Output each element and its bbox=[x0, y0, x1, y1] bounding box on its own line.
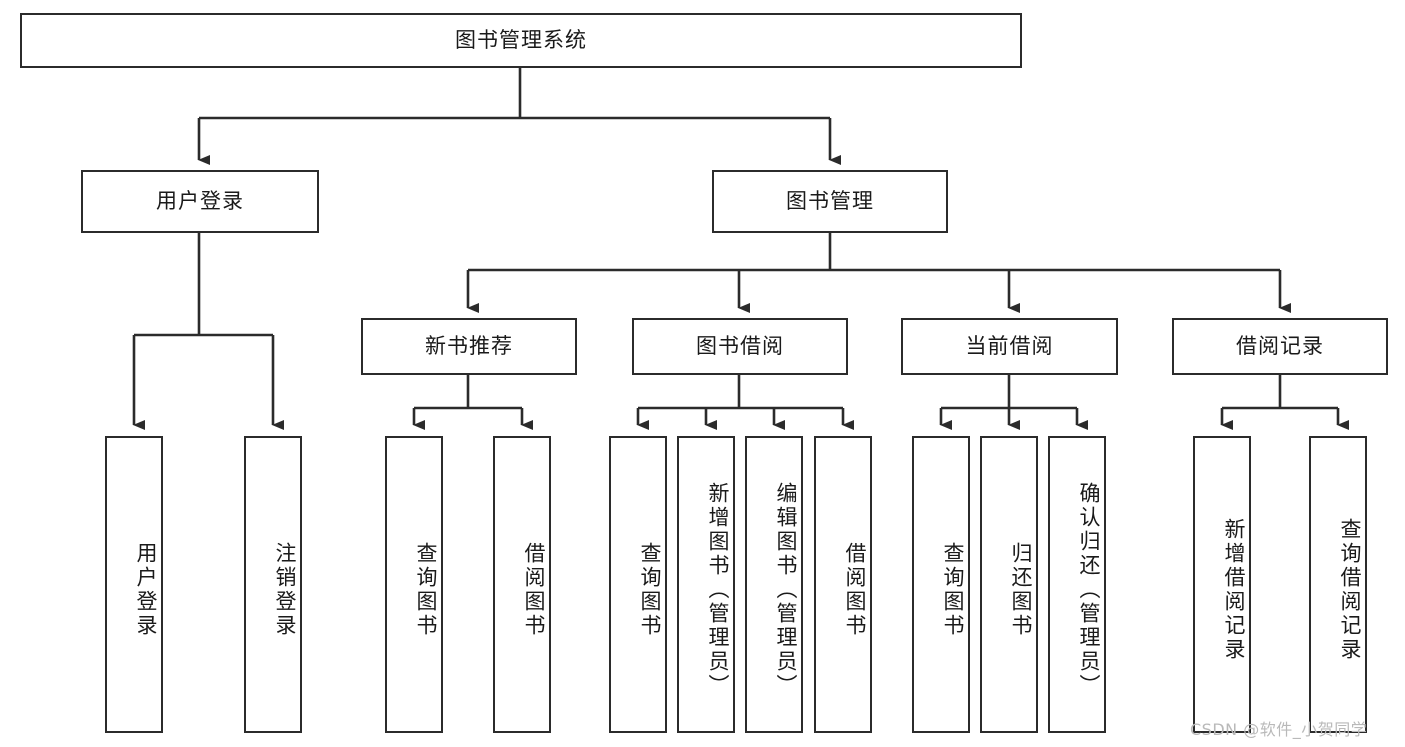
node-leaf-query-book-1[interactable]: 查询图书 bbox=[385, 436, 443, 733]
node-leaf-query-book-2-label: 查询图书 bbox=[638, 541, 662, 638]
node-leaf-edit-book-label: 编辑图书（管理员） bbox=[774, 481, 798, 698]
node-new-book-recommend-label: 新书推荐 bbox=[425, 333, 513, 358]
node-leaf-user-login-label: 用户登录 bbox=[134, 541, 158, 638]
node-borrow-record[interactable]: 借阅记录 bbox=[1172, 318, 1388, 375]
node-leaf-confirm-return-label: 确认归还（管理员） bbox=[1077, 481, 1101, 698]
node-leaf-borrow-book-1[interactable]: 借阅图书 bbox=[493, 436, 551, 733]
node-book-borrow-label: 图书借阅 bbox=[696, 333, 784, 358]
node-root-label: 图书管理系统 bbox=[455, 27, 587, 52]
node-leaf-logout-login[interactable]: 注销登录 bbox=[244, 436, 302, 733]
node-leaf-borrow-book-1-label: 借阅图书 bbox=[522, 541, 546, 638]
node-leaf-query-record[interactable]: 查询借阅记录 bbox=[1309, 436, 1367, 733]
node-leaf-borrow-book-2-label: 借阅图书 bbox=[843, 541, 867, 638]
node-leaf-add-record-label: 新增借阅记录 bbox=[1222, 517, 1246, 662]
node-current-borrow[interactable]: 当前借阅 bbox=[901, 318, 1118, 375]
node-leaf-edit-book[interactable]: 编辑图书（管理员） bbox=[745, 436, 803, 733]
node-leaf-query-book-3[interactable]: 查询图书 bbox=[912, 436, 970, 733]
node-leaf-logout-login-label: 注销登录 bbox=[273, 541, 297, 638]
node-leaf-query-book-1-label: 查询图书 bbox=[414, 541, 438, 638]
node-book-manage[interactable]: 图书管理 bbox=[712, 170, 948, 233]
node-leaf-return-book[interactable]: 归还图书 bbox=[980, 436, 1038, 733]
node-borrow-record-label: 借阅记录 bbox=[1236, 333, 1324, 358]
node-leaf-add-record[interactable]: 新增借阅记录 bbox=[1193, 436, 1251, 733]
node-root[interactable]: 图书管理系统 bbox=[20, 13, 1022, 68]
node-leaf-borrow-book-2[interactable]: 借阅图书 bbox=[814, 436, 872, 733]
node-new-book-recommend[interactable]: 新书推荐 bbox=[361, 318, 577, 375]
node-leaf-user-login[interactable]: 用户登录 bbox=[105, 436, 163, 733]
node-book-borrow[interactable]: 图书借阅 bbox=[632, 318, 848, 375]
node-leaf-query-record-label: 查询借阅记录 bbox=[1338, 517, 1362, 662]
node-user-login-label: 用户登录 bbox=[156, 188, 244, 213]
watermark: CSDN @软件_小贺同学 bbox=[1190, 720, 1368, 739]
node-leaf-query-book-2[interactable]: 查询图书 bbox=[609, 436, 667, 733]
node-leaf-add-book-label: 新增图书（管理员） bbox=[706, 481, 730, 698]
node-book-manage-label: 图书管理 bbox=[786, 188, 874, 213]
node-current-borrow-label: 当前借阅 bbox=[965, 333, 1054, 358]
node-leaf-return-book-label: 归还图书 bbox=[1009, 541, 1033, 638]
node-user-login[interactable]: 用户登录 bbox=[81, 170, 319, 233]
node-leaf-add-book[interactable]: 新增图书（管理员） bbox=[677, 436, 735, 733]
node-leaf-query-book-3-label: 查询图书 bbox=[941, 541, 965, 638]
node-leaf-confirm-return[interactable]: 确认归还（管理员） bbox=[1048, 436, 1106, 733]
